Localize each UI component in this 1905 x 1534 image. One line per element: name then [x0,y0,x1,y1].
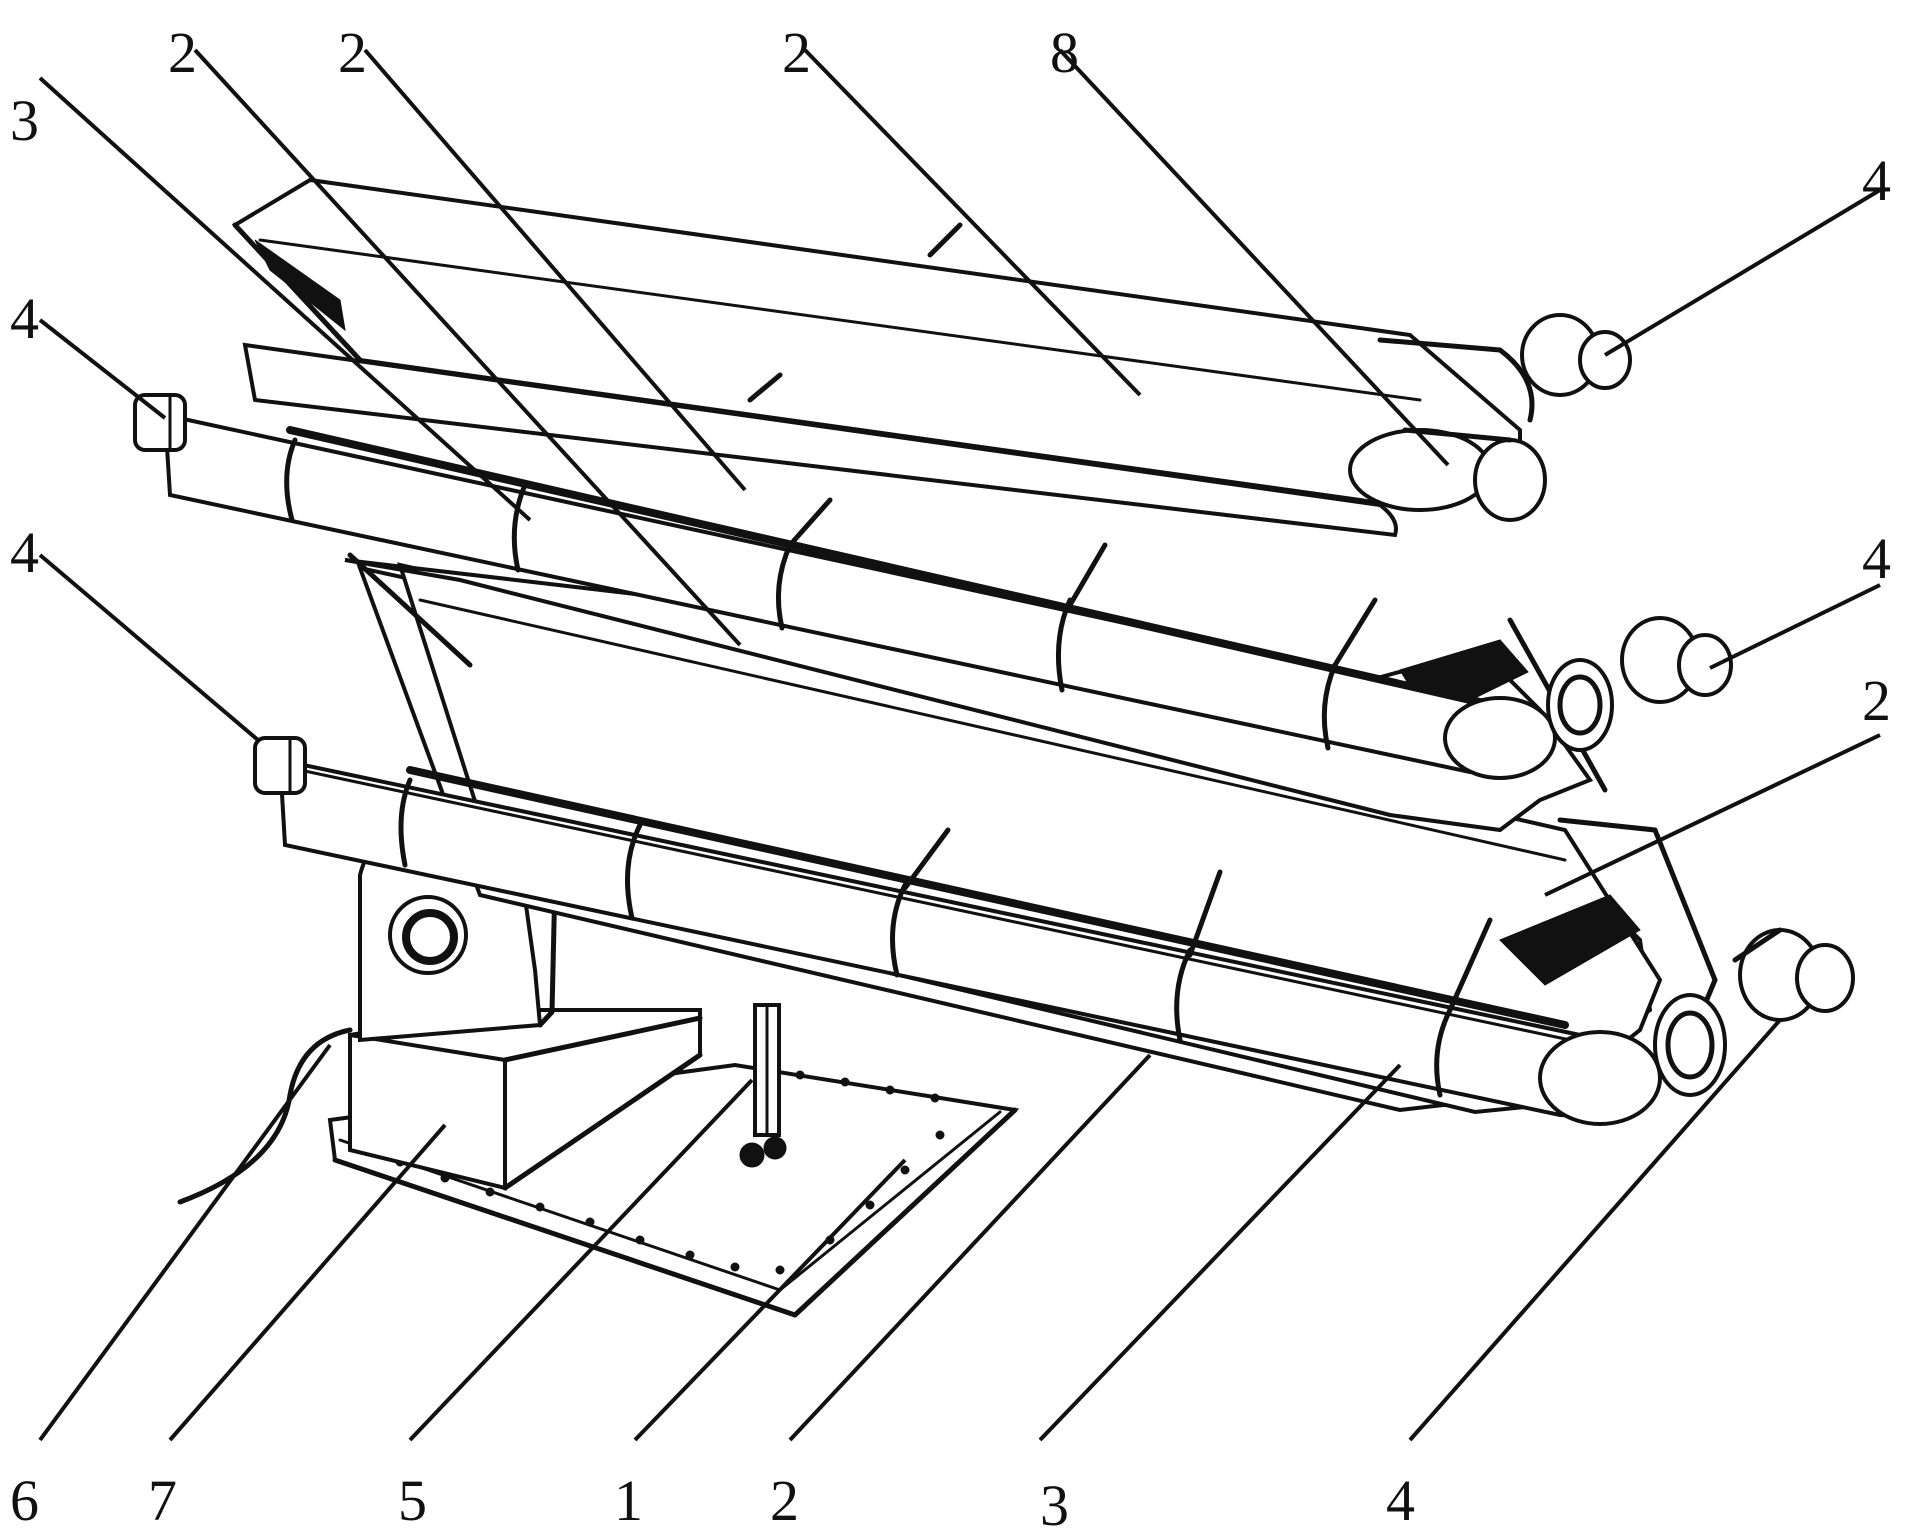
callout-4-bottom: 4 [1386,1468,1415,1533]
upper-hinge-pin [1348,427,1547,522]
support-block [348,1008,703,1191]
callout-3-top: 3 [10,88,39,153]
callout-6-bottom: 6 [10,1468,39,1533]
callout-numbers: 2 2 2 8 3 4 4 4 4 2 6 7 5 1 2 3 4 [10,20,1891,1534]
callout-2-top-left: 2 [168,20,197,85]
callout-2-bottom: 2 [770,1468,799,1533]
lower-boom-tube [277,757,1727,1126]
callout-4-top-right: 4 [1862,148,1891,213]
drive-rod [739,1003,787,1168]
middle-right-end-cap [1620,616,1733,704]
callout-8-top: 8 [1050,20,1079,85]
upper-boom [231,177,1632,538]
callout-4-right-middle: 4 [1862,526,1891,591]
callout-7-bottom: 7 [148,1468,177,1533]
lower-right-end-cap [1732,927,1855,1022]
callout-2-top-middle: 2 [338,20,367,85]
lower-left-end-cap [253,736,307,795]
callout-2-top-right: 2 [782,20,811,85]
callout-4-left-lower: 4 [10,520,39,585]
middle-boom-tube [162,412,1614,780]
callout-1-bottom: 1 [614,1468,643,1533]
upper-boom-tube [242,337,1535,538]
callout-4-left-upper: 4 [10,286,39,351]
lower-boom [253,562,1855,1126]
callout-3-bottom: 3 [1040,1473,1069,1534]
middle-boom [133,393,1733,833]
upper-right-end-cap [1520,313,1632,397]
middle-left-end-cap [133,393,187,452]
callout-5-bottom: 5 [398,1468,427,1533]
callout-2-right: 2 [1862,668,1891,733]
leader-lines [38,48,1882,1442]
